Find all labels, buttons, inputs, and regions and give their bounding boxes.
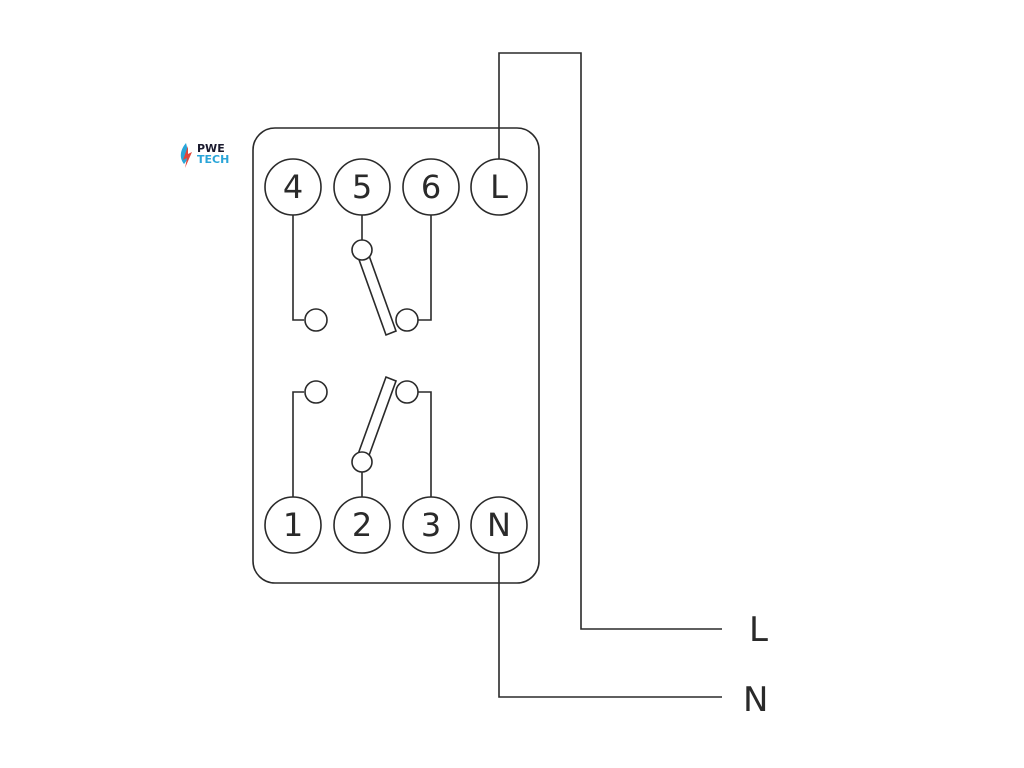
pwe-tech-logo: PWE TECH bbox=[180, 142, 229, 168]
live-supply-wire bbox=[498, 52, 722, 630]
logo-text-pwe: PWE bbox=[197, 142, 225, 155]
switch-housing bbox=[252, 127, 540, 584]
upper-contact-right bbox=[395, 308, 419, 332]
terminal-3: 3 bbox=[402, 496, 460, 554]
terminal-6-label: 6 bbox=[421, 168, 441, 206]
terminal-1: 1 bbox=[264, 496, 322, 554]
neutral-supply-wire bbox=[498, 550, 722, 698]
wire-terminal-3 bbox=[418, 391, 432, 500]
terminal-6: 6 bbox=[402, 158, 460, 216]
terminal-5-label: 5 bbox=[352, 168, 372, 206]
terminal-l-label: L bbox=[490, 168, 508, 206]
wire-terminal-1 bbox=[292, 391, 304, 500]
terminal-2-label: 2 bbox=[352, 506, 372, 544]
terminal-1-label: 1 bbox=[283, 506, 303, 544]
neutral-supply-label: N bbox=[743, 680, 768, 720]
logo-text-tech: TECH bbox=[197, 153, 229, 166]
wire-terminal-4 bbox=[292, 210, 304, 321]
lower-contact-pivot bbox=[351, 451, 373, 473]
upper-contact-pivot bbox=[351, 239, 373, 261]
terminal-4-label: 4 bbox=[283, 168, 303, 206]
terminal-2: 2 bbox=[333, 496, 391, 554]
terminal-3-label: 3 bbox=[421, 506, 441, 544]
flame-icon bbox=[180, 143, 192, 168]
lower-contact-right bbox=[395, 380, 419, 404]
upper-contact-left bbox=[304, 308, 328, 332]
terminal-l: L bbox=[470, 158, 528, 216]
live-supply-label: L bbox=[749, 610, 768, 650]
terminal-5: 5 bbox=[333, 158, 391, 216]
terminal-n: N bbox=[470, 496, 528, 554]
terminal-4: 4 bbox=[264, 158, 322, 216]
lower-contact-left bbox=[304, 380, 328, 404]
terminal-n-label: N bbox=[487, 506, 511, 544]
wire-terminal-6 bbox=[418, 210, 432, 321]
